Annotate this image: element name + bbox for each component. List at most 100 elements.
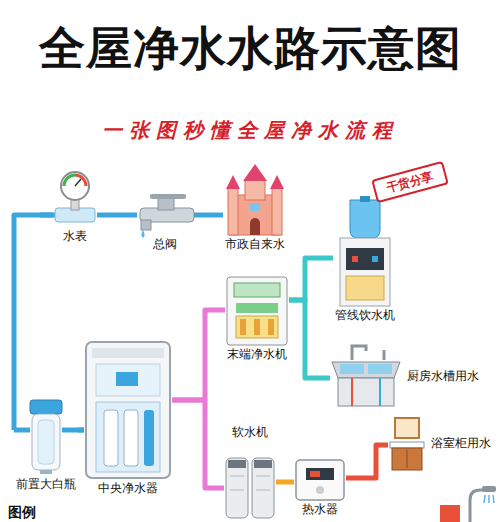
water-meter-icon-part xyxy=(75,179,81,186)
water-heater-icon xyxy=(296,460,344,500)
municipal-water-icon-part xyxy=(243,164,267,181)
municipal-water-icon xyxy=(226,164,284,235)
node-label: 水表 xyxy=(61,228,89,245)
softener-icon-part xyxy=(226,458,248,518)
softener-icon-part xyxy=(230,490,244,491)
water-dispenser-icon-part xyxy=(350,200,380,238)
shower-icon-part xyxy=(484,495,485,503)
node-label: 总阀 xyxy=(151,236,179,253)
water-dispenser-icon xyxy=(340,196,390,306)
bathroom-cabinet-icon xyxy=(390,418,424,470)
bathroom-cabinet-icon-part xyxy=(392,448,422,470)
municipal-water-icon-part xyxy=(245,180,265,200)
node-label: 中央净水器 xyxy=(96,480,160,497)
municipal-water-icon-part xyxy=(250,203,260,211)
softener-icon-part xyxy=(256,490,270,491)
central-purifier-icon xyxy=(86,342,170,478)
prefilter-icon xyxy=(30,400,62,474)
kitchen-sink-icon-part xyxy=(383,350,386,360)
subtitle: 一张图秒懂全屋净水流程 xyxy=(102,117,399,144)
purifier-icon-part xyxy=(236,316,278,338)
kitchen-sink-icon-part xyxy=(338,378,394,406)
water-heater-icon-part xyxy=(316,486,324,494)
prefilter-icon-part xyxy=(30,400,62,414)
shower-icon-part xyxy=(482,486,496,492)
municipal-water-icon-part xyxy=(272,188,282,235)
water-pipe xyxy=(276,480,294,485)
shower-icon-part xyxy=(440,505,460,522)
softener-icon-part xyxy=(254,460,272,468)
water-dispenser-icon-part xyxy=(372,256,378,262)
softener-icon xyxy=(226,458,274,518)
water-heater-icon-part xyxy=(310,471,320,477)
softener-icon-part xyxy=(230,476,244,477)
municipal-water: 市政自来水 xyxy=(223,163,287,253)
bathroom-cabinet: 浴室柜用水 xyxy=(388,416,493,471)
node-label: 前置大白瓶 xyxy=(14,476,78,493)
shower-icon-part xyxy=(493,495,494,503)
valve-icon-part xyxy=(150,194,186,199)
pipe-stub-part xyxy=(14,428,30,433)
water-meter: 水表 xyxy=(53,172,97,245)
purifier-icon-part xyxy=(227,277,287,345)
kitchen-sink: 厨房水槽用水 xyxy=(330,345,481,407)
prefilter-icon-part xyxy=(38,420,54,464)
node-label: 软水机 xyxy=(230,424,270,441)
node-label: 管线饮水机 xyxy=(333,307,397,324)
water-pipe xyxy=(346,445,388,478)
bathroom-cabinet-icon-part xyxy=(390,442,424,448)
water-meter-icon-part xyxy=(64,175,75,186)
water-heater-icon-part xyxy=(306,468,334,480)
kitchen-sink-icon-part xyxy=(332,362,400,378)
municipal-water-icon-part xyxy=(228,188,238,235)
shower-icon-part xyxy=(488,495,490,503)
water-dispenser: 管线饮水机 xyxy=(333,195,397,324)
water-pipe xyxy=(172,310,225,400)
water-pipe xyxy=(172,400,224,488)
water-dispenser-icon-part xyxy=(346,276,384,300)
prefilter-icon-part xyxy=(40,470,52,474)
water-heater: 热水器 xyxy=(294,458,346,518)
water-dispenser-icon-part xyxy=(346,248,384,270)
node-label: 末端净水机 xyxy=(225,346,289,363)
prefilter-bottle: 前置大白瓶 xyxy=(14,398,78,493)
node-label: 浴室柜用水 xyxy=(429,435,493,452)
bathroom-cabinet-icon-part xyxy=(407,450,408,468)
water-dispenser-icon-part xyxy=(340,238,390,306)
softener-icon-part xyxy=(256,476,270,477)
softener-icon-part xyxy=(228,460,246,468)
kitchen-sink-icon xyxy=(332,346,400,406)
municipal-water-icon-part xyxy=(250,218,260,235)
central-purifier-icon-part xyxy=(104,410,118,466)
shower-icon-part xyxy=(470,490,488,522)
central-purifier-icon-part xyxy=(144,410,154,466)
water-pipe xyxy=(14,215,53,430)
water-pipe xyxy=(289,258,333,300)
valve-icon-part xyxy=(142,230,145,238)
node-label: 厨房水槽用水 xyxy=(405,368,481,385)
water-meter-icon xyxy=(55,172,95,222)
purifier-icon-part xyxy=(254,319,260,335)
purifier-icon xyxy=(227,277,287,345)
kitchen-sink-icon-part xyxy=(352,346,366,360)
water-pipe xyxy=(193,213,223,218)
water-softener: 软水机 xyxy=(224,424,276,501)
diagram-title: 全屋净水水路示意图 xyxy=(39,18,462,80)
point-of-use-purifier: 末端净水机 xyxy=(225,276,289,363)
softener-icon-part xyxy=(252,458,274,518)
kitchen-sink-icon-part xyxy=(368,364,392,374)
valve-icon-part xyxy=(158,198,174,210)
pipe-stub xyxy=(14,215,84,430)
purifier-icon-part xyxy=(234,283,280,297)
municipal-water-icon-part xyxy=(226,175,240,189)
valve-icon-part xyxy=(141,220,151,230)
bathroom-cabinet-icon-part xyxy=(395,418,419,438)
central-purifier-icon-part xyxy=(116,372,138,386)
central-purifier-icon-part xyxy=(92,348,164,358)
water-meter-icon-part xyxy=(61,172,89,200)
stamp-frame xyxy=(372,162,447,202)
valve-icon xyxy=(140,194,194,238)
